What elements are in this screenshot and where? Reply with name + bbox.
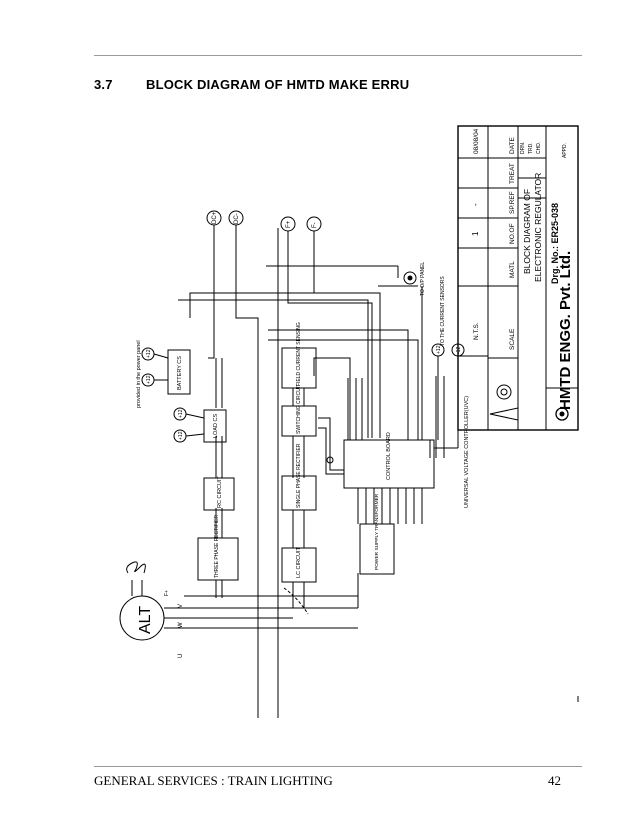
appd-label: APPD. bbox=[562, 143, 568, 158]
single-phase-rectifier-label: SINGLE PHASE RECTIFIER bbox=[296, 443, 302, 508]
supply-plus-4: +12 bbox=[178, 431, 184, 440]
control-board-label: CONTROL BOARD bbox=[386, 432, 392, 480]
battery-cs-label: BATTERY CS bbox=[177, 356, 183, 390]
terminal-dc-minus: DC- bbox=[234, 213, 240, 224]
block-rc-circuit: RC CIRCUIT bbox=[203, 476, 235, 511]
phase-v-label: V bbox=[178, 604, 184, 608]
wiring bbox=[178, 225, 445, 718]
lc-circuit-label: LC CIRCUIT bbox=[296, 546, 302, 578]
block-field-current-sensing: FIELD CURRENT SENSING bbox=[281, 322, 317, 389]
block-single-phase-rectifier: SINGLE PHASE RECTIFIER bbox=[281, 443, 317, 511]
company-logo bbox=[555, 407, 569, 421]
terminal-f-minus: F- bbox=[312, 222, 318, 228]
title-block: HMTD ENGG. Pvt. Ltd. BLOCK DIAGRAM OF EL… bbox=[457, 125, 579, 431]
section-number: 3.7 bbox=[94, 77, 113, 92]
date-value: 08/08/04 bbox=[473, 128, 480, 154]
output-terminals: DC+ DC- F+ F- bbox=[206, 210, 322, 232]
title-line-1: BLOCK DIAGRAM OF bbox=[522, 189, 532, 274]
page-number: 42 bbox=[548, 773, 561, 788]
projection-symbol bbox=[489, 384, 519, 421]
block-three-phase-rectifier: THREE PHASE RECTIFIER bbox=[197, 515, 239, 581]
terminal-f-plus: F+ bbox=[286, 220, 292, 228]
block-switching-circuit: SWITCHING CIRCUIT bbox=[281, 384, 317, 437]
drn-label: DRN. bbox=[520, 142, 526, 154]
matl-label: MATL bbox=[509, 261, 516, 278]
load-cs-label: LOAD CS bbox=[213, 414, 219, 438]
section-heading: 3.7 BLOCK DIAGRAM OF HMTD MAKE ERRU bbox=[94, 77, 409, 92]
section-title: BLOCK DIAGRAM OF HMTD MAKE ERRU bbox=[146, 77, 410, 92]
supply-plus-1: +12 bbox=[146, 349, 152, 358]
dash-value: - bbox=[471, 203, 480, 206]
drawing-number: Drg. No.: ER25-038 bbox=[550, 203, 560, 284]
footer-left: GENERAL SERVICES : TRAIN LIGHTING bbox=[94, 773, 333, 788]
qty-value: 1 bbox=[471, 231, 480, 236]
block-power-supply-transformer: POWER SUPPLY TRANSFORMER bbox=[359, 493, 395, 575]
phase-u-label: U bbox=[178, 654, 184, 658]
supply-points: +12 +12 +12 +12 +12 -12 bbox=[141, 343, 465, 449]
top-rule bbox=[94, 55, 582, 56]
trd-label: TRD. bbox=[528, 142, 534, 154]
to-current-sensors-label: TO THE CURRENT SENSORS bbox=[440, 276, 446, 346]
date-label: DATE bbox=[509, 136, 516, 154]
terminal-dc-plus: DC+ bbox=[212, 211, 218, 224]
sp-ref-label: SP.REF bbox=[509, 191, 516, 214]
alternator-f-plus: F+ bbox=[164, 590, 170, 596]
company-name: HMTD ENGG. Pvt. Ltd. bbox=[557, 251, 574, 410]
scale-label: SCALE bbox=[509, 328, 516, 350]
op-panel-terminal: TO O/P PANEL bbox=[403, 262, 426, 296]
field-current-sensing-label: FIELD CURRENT SENSING bbox=[296, 322, 302, 386]
alternator: ALT F+ U V W bbox=[119, 561, 184, 658]
supply-plus-3: +12 bbox=[178, 409, 184, 418]
supply-plus-5: +12 bbox=[436, 345, 442, 354]
three-phase-rectifier-label: THREE PHASE RECTIFIER bbox=[214, 515, 220, 578]
power-supply-transformer-label: POWER SUPPLY TRANSFORMER bbox=[374, 493, 380, 570]
supply-minus: -12 bbox=[456, 347, 462, 354]
block-diagram: HMTD ENGG. Pvt. Ltd. BLOCK DIAGRAM OF EL… bbox=[118, 118, 588, 718]
supply-plus-2: +12 bbox=[146, 375, 152, 384]
title-line-2: ELECTRONIC REGULATOR bbox=[533, 173, 543, 282]
switching-circuit-label: SWITCHING CIRCUIT bbox=[296, 384, 302, 434]
panel-note: provided in the power panel bbox=[136, 340, 142, 408]
nts-label: N.T.S. bbox=[473, 322, 480, 340]
block-load-cs: LOAD CS bbox=[203, 409, 227, 443]
alternator-label: ALT bbox=[137, 606, 154, 634]
bottom-rule bbox=[94, 766, 582, 767]
uvc-label: UNIVERSAL VOLTAGE CONTROLLER(UVC) bbox=[464, 396, 470, 508]
block-lc-circuit: LC CIRCUIT bbox=[281, 546, 317, 583]
block-control-board: CONTROL BOARD bbox=[343, 432, 435, 489]
treat-label: TREAT bbox=[509, 163, 516, 184]
to-op-panel-label: TO O/P PANEL bbox=[420, 262, 426, 296]
no-of-label: NO.OF bbox=[509, 223, 516, 244]
block-battery-cs: BATTERY CS bbox=[167, 349, 191, 395]
rc-circuit-label: RC CIRCUIT bbox=[217, 476, 223, 508]
chd-label: CHD. bbox=[536, 142, 542, 154]
phase-w-label: W bbox=[178, 622, 184, 628]
